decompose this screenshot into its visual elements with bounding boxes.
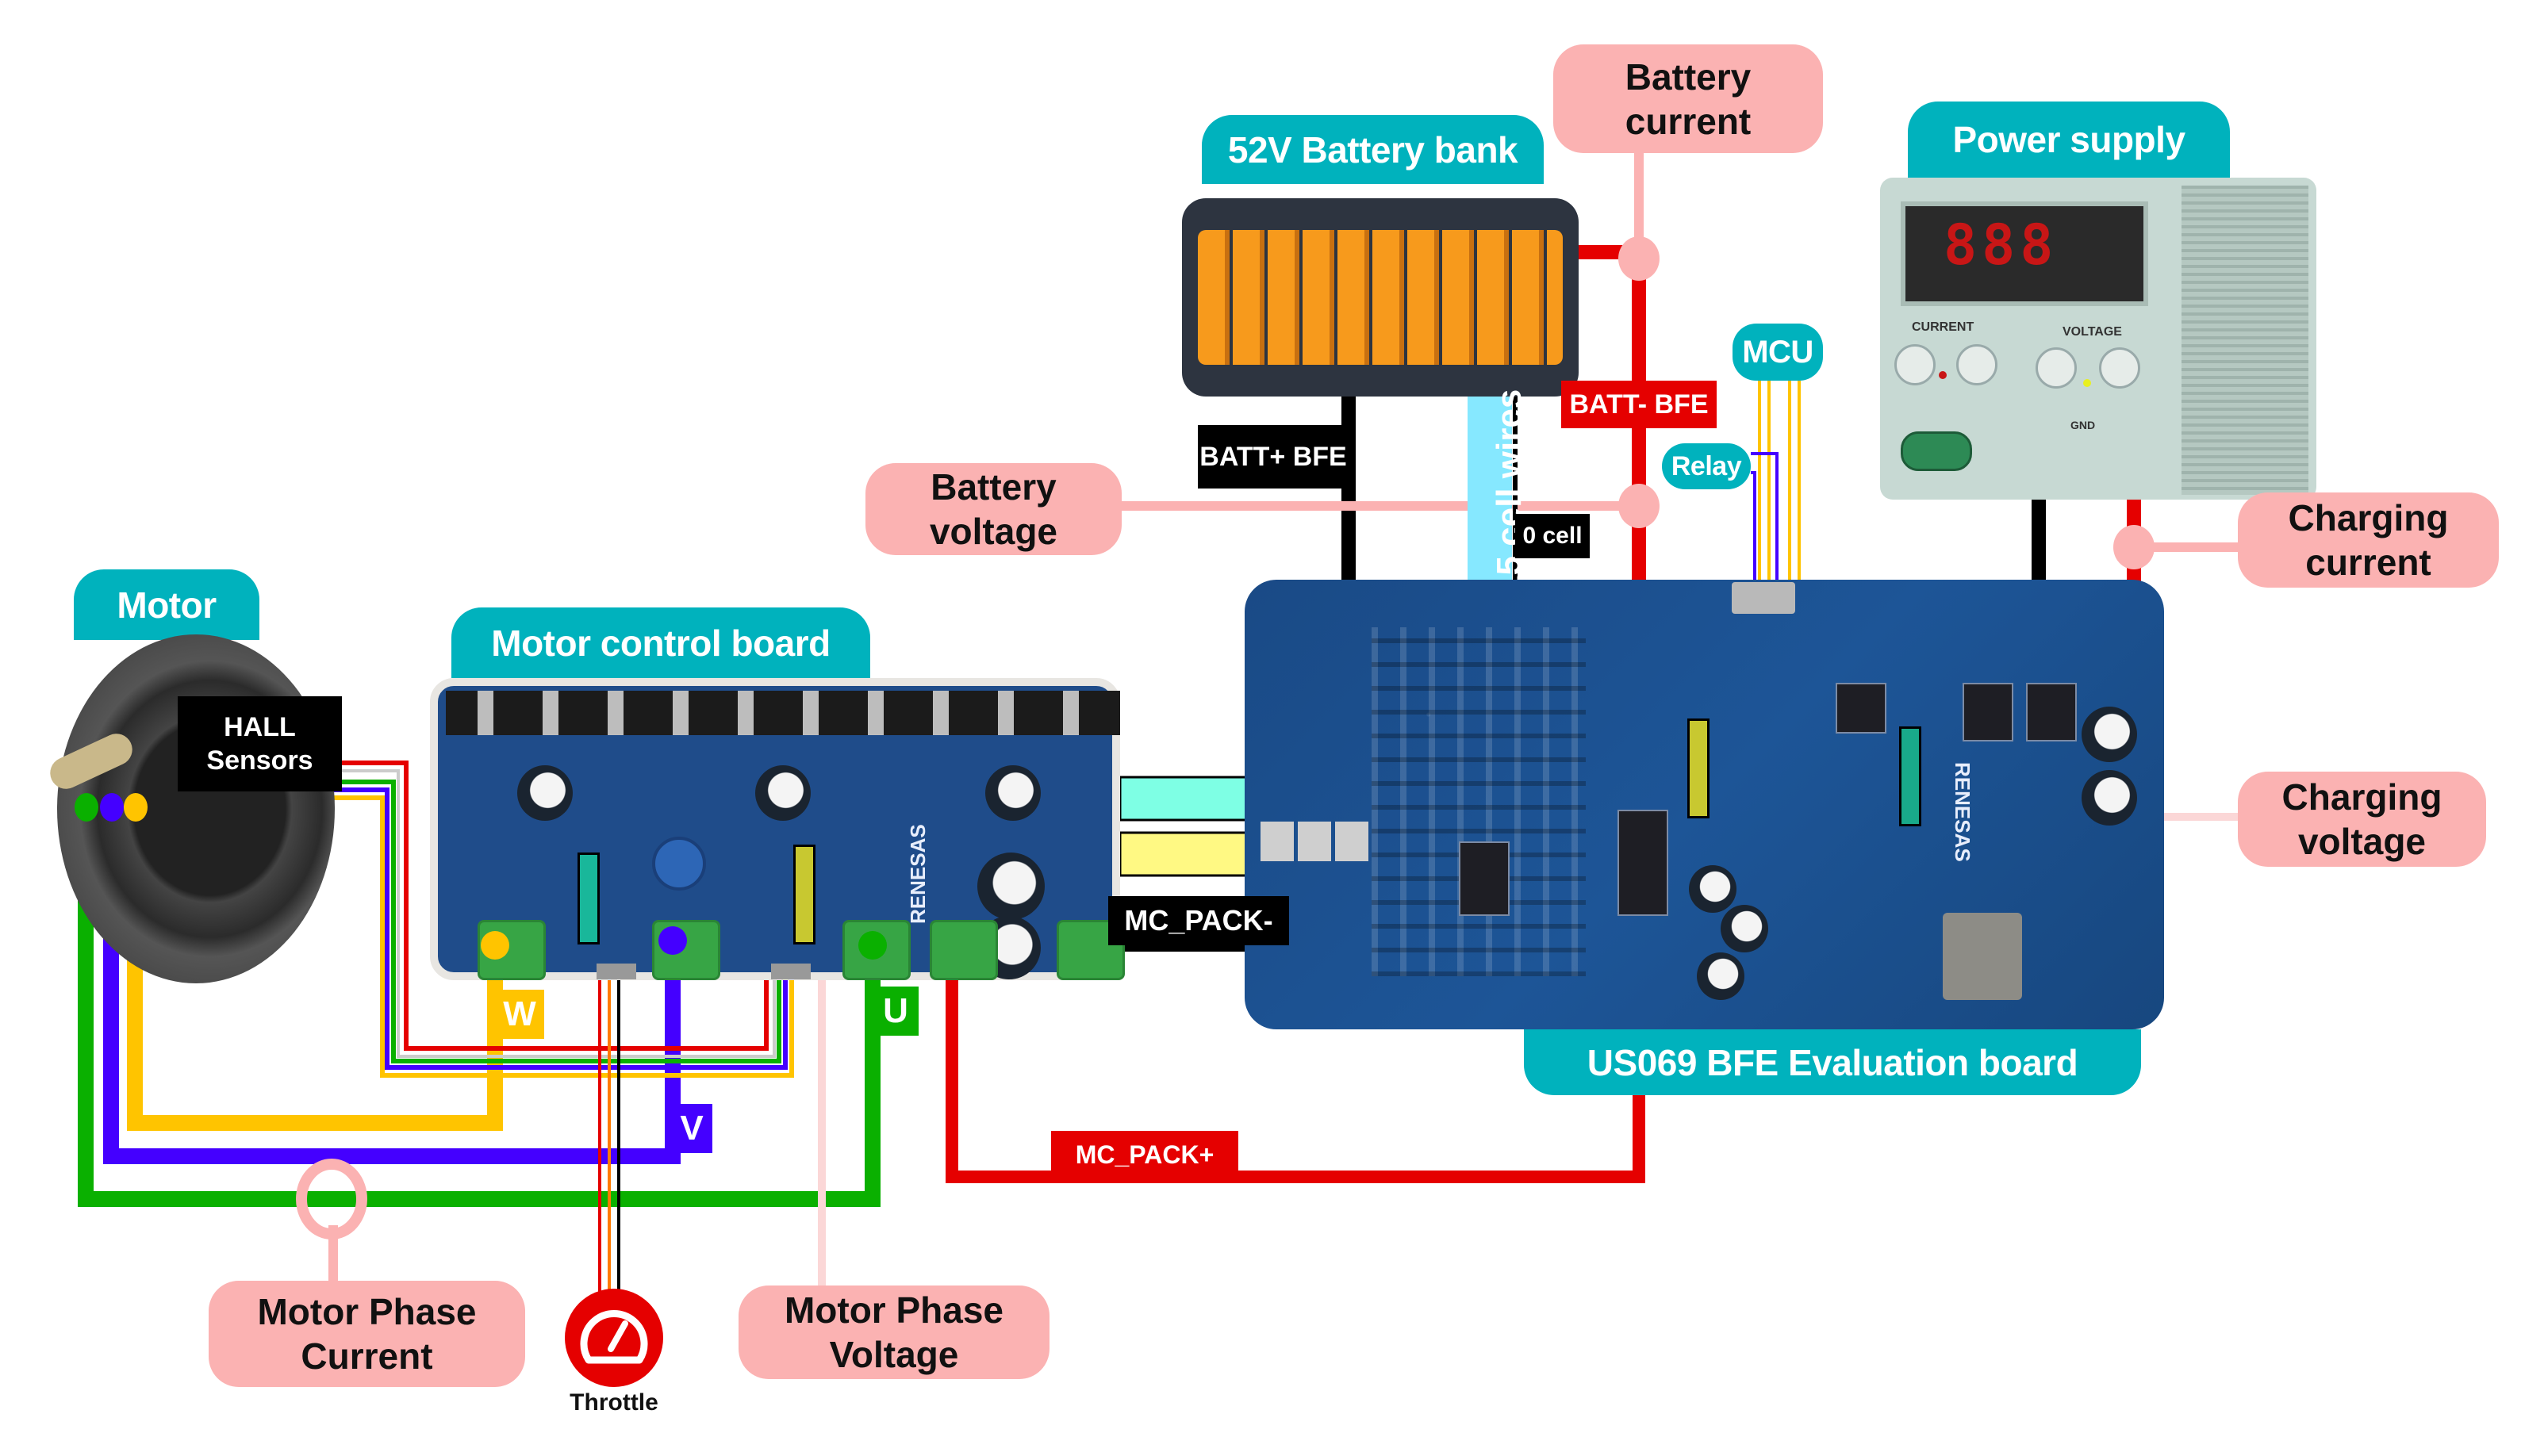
psu-knob-voltage-fine[interactable]: [2036, 347, 2077, 389]
mcu-header-green: [1899, 726, 1921, 826]
capacitor: [985, 765, 1041, 821]
motor-control-board-label: Motor control board: [451, 607, 870, 678]
board-v-dot: [658, 926, 687, 955]
psu-voltage-label: VOLTAGE: [2063, 325, 2122, 339]
capacitor: [1721, 905, 1768, 952]
psu-display: 888: [1944, 213, 2059, 278]
zero-cell-label: 0 cell: [1515, 514, 1590, 558]
charger-mcu: [1836, 683, 1886, 734]
evaluation-board-label: US069 BFE Evaluation board: [1524, 1029, 2141, 1095]
throttle-connector: [597, 964, 636, 979]
motor-phase-current-label: Motor Phase Current: [209, 1281, 525, 1387]
bfe-components: [1372, 627, 1586, 976]
capacitor: [977, 853, 1045, 920]
throttle-icon: [565, 1289, 663, 1387]
mcu-header-2: [793, 845, 815, 944]
hall-connector: [771, 964, 811, 979]
capacitor: [517, 765, 573, 821]
motor-phase-voltage-label: Motor Phase Voltage: [739, 1285, 1050, 1379]
inductor: [652, 837, 706, 891]
psu-power-button[interactable]: [1901, 431, 1972, 471]
board-u-dot: [858, 931, 887, 960]
ribbon-yellow: [1119, 831, 1249, 877]
phase-w-terminal: [124, 793, 148, 822]
psu-cc-led: [1939, 371, 1947, 379]
motor-label: Motor: [74, 569, 259, 640]
mcu-label: MCU: [1733, 324, 1823, 381]
mc-brand: RENESAS: [906, 824, 930, 924]
capacitor: [2082, 707, 2137, 762]
throttle-label: Throttle: [570, 1389, 658, 1416]
mcu-header-1: [578, 853, 600, 944]
battery-voltage-probe: [1618, 484, 1660, 528]
psu-knob-voltage-coarse[interactable]: [2099, 347, 2140, 389]
charging-current-probe: [2113, 525, 2155, 569]
phase-w-label: W: [495, 990, 544, 1039]
motor-control-board: RENESAS: [430, 678, 1125, 980]
power-supply: 888 CURRENT VOLTAGE GND: [1880, 178, 2316, 500]
charging-voltage-label: Charging voltage: [2238, 772, 2486, 867]
phase-v-label: V: [671, 1104, 712, 1153]
capacitor: [1697, 952, 1744, 1000]
cell-wires-label: 15 cell wires: [1490, 389, 1529, 595]
hall-sensors-label: HALL Sensors: [178, 696, 342, 791]
eval-brand: RENESAS: [1951, 762, 1974, 862]
mc-pack-plus-label: MC_PACK+: [1051, 1131, 1238, 1178]
psu-knob-current-fine[interactable]: [1894, 344, 1936, 385]
relay-wire-2: [1751, 471, 1756, 587]
mc-pack-minus-label: MC_PACK-: [1108, 896, 1289, 945]
terminal-pack-plus: [930, 920, 998, 980]
ribbon-cyan: [1119, 776, 1249, 822]
relay-wire-1: [1751, 452, 1779, 587]
relay-label: Relay: [1662, 443, 1751, 489]
speedometer-icon: [580, 1310, 648, 1364]
battery-current-probe: [1618, 236, 1660, 281]
shunt-resistors: [1261, 822, 1372, 861]
phase-u-terminal: [75, 793, 98, 822]
inductor: [1943, 913, 2022, 1000]
board-w-dot: [481, 931, 509, 960]
terminal-u: [842, 920, 911, 980]
power-supply-label: Power supply: [1908, 102, 2230, 178]
psu-gnd-label: GND: [2070, 419, 2096, 431]
cell-wire-bundle: [1468, 365, 1512, 603]
battery-current-label: Battery current: [1553, 44, 1823, 153]
battery-bank: [1182, 198, 1579, 397]
psu-cv-led: [2083, 379, 2091, 387]
battery-cells: [1198, 230, 1563, 365]
mcu-header-yellow: [1687, 718, 1710, 818]
mosfet: [1617, 810, 1668, 916]
mcu-relay-connector: [1732, 582, 1795, 614]
motor-wheel: [57, 634, 335, 983]
batt-minus-label: BATT- BFE: [1561, 381, 1717, 428]
mosfet-row: [446, 691, 1120, 735]
power-transistor: [1963, 683, 2013, 741]
battery-voltage-label: Battery voltage: [865, 463, 1122, 555]
psu-current-label: CURRENT: [1912, 320, 1974, 334]
phase-v-terminal: [100, 793, 124, 822]
phase-u-label: U: [873, 987, 919, 1036]
phase-u-wire: [78, 809, 881, 1207]
evaluation-board: RENESAS: [1245, 580, 2164, 1029]
psu-display-panel: [1901, 201, 2148, 306]
capacitor: [1689, 865, 1736, 913]
psu-knob-current-coarse[interactable]: [1956, 344, 1997, 385]
power-transistor: [2026, 683, 2077, 741]
phase-current-probe-ring: [296, 1159, 367, 1240]
capacitor: [2082, 770, 2137, 826]
charging-current-label: Charging current: [2238, 492, 2499, 588]
bfe-ic: [1459, 841, 1510, 916]
battery-bank-label: 52V Battery bank: [1202, 115, 1544, 184]
capacitor: [755, 765, 811, 821]
psu-vent: [2182, 186, 2308, 495]
batt-plus-label: BATT+ BFE: [1198, 425, 1349, 489]
